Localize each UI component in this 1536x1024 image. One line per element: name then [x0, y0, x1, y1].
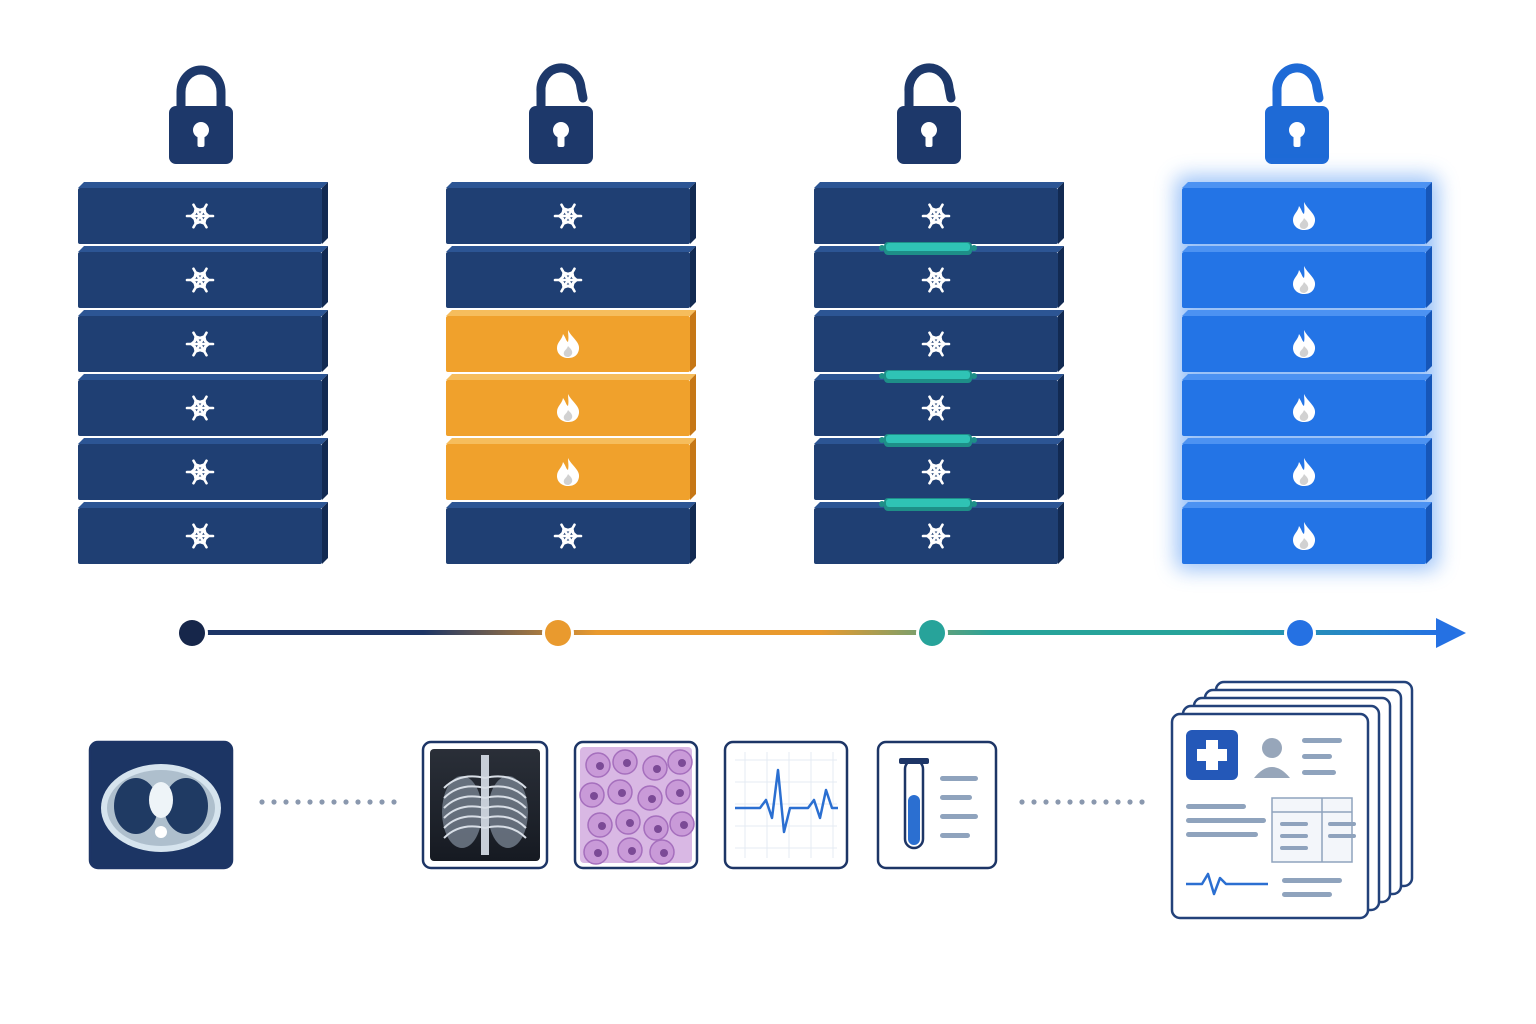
timeline-node-teal: [919, 620, 945, 646]
layer-block: [1182, 374, 1432, 436]
layer-block: [446, 246, 696, 308]
layer-block: [1182, 438, 1432, 500]
snowflake-icon: [185, 267, 215, 293]
flame-icon: [557, 394, 580, 422]
snowflake-icon: [553, 203, 583, 229]
snowflake-icon: [921, 523, 951, 549]
snowflake-icon: [185, 395, 215, 421]
flame-icon: [557, 330, 580, 358]
layer-block: [814, 374, 1064, 436]
layer-block: [814, 182, 1064, 244]
layer-block: [78, 246, 328, 308]
open-lock-icon: [1265, 63, 1329, 164]
layer-block: [1182, 310, 1432, 372]
layer-stack-partial: [446, 182, 696, 564]
dotted-connector: [259, 799, 397, 805]
layer-block: [814, 438, 1064, 500]
timeline-node-blue: [1287, 620, 1313, 646]
layer-stack-adapter: [814, 182, 1064, 564]
adapter-module: [879, 242, 977, 255]
timeline-node-dark: [179, 620, 205, 646]
adapter-module: [879, 370, 977, 383]
snowflake-icon: [185, 331, 215, 357]
layer-block: [814, 502, 1064, 564]
layer-block: [78, 502, 328, 564]
snowflake-icon: [185, 523, 215, 549]
ecg-icon: [723, 740, 849, 870]
layer-block: [78, 374, 328, 436]
snowflake-icon: [921, 267, 951, 293]
snowflake-icon: [185, 459, 215, 485]
layer-block: [78, 310, 328, 372]
histology-icon: [573, 740, 699, 870]
lab-test-icon: [876, 740, 998, 870]
flame-icon: [1293, 394, 1316, 422]
layer-block: [814, 246, 1064, 308]
open-lock-icon: [897, 63, 961, 164]
health-record-stack-icon: [1170, 680, 1414, 920]
layer-block: [78, 438, 328, 500]
closed-lock-icon: [169, 65, 233, 164]
training-timeline: [176, 617, 1466, 649]
snowflake-icon: [185, 203, 215, 229]
dotted-connector: [1019, 799, 1145, 805]
xray-icon: [421, 740, 549, 870]
layer-block: [1182, 246, 1432, 308]
layer-stacks: [78, 176, 1438, 570]
snowflake-icon: [921, 459, 951, 485]
lock-row: [169, 63, 1329, 164]
layer-block: [1182, 182, 1432, 244]
layer-block: [814, 310, 1064, 372]
layer-stack-frozen: [78, 182, 328, 564]
layer-block: [446, 374, 696, 436]
snowflake-icon: [553, 523, 583, 549]
flame-icon: [1293, 202, 1316, 230]
adapter-module: [879, 498, 977, 511]
open-lock-icon: [529, 63, 593, 164]
flame-icon: [1293, 266, 1316, 294]
flame-icon: [1293, 522, 1316, 550]
layer-block: [78, 182, 328, 244]
timeline-node-orange: [545, 620, 571, 646]
flame-icon: [1293, 458, 1316, 486]
snowflake-icon: [921, 331, 951, 357]
timeline-line: [200, 630, 1440, 635]
snowflake-icon: [921, 395, 951, 421]
layer-stack-full: [1176, 176, 1438, 570]
ct-scan-icon: [88, 740, 234, 870]
layer-block: [446, 182, 696, 244]
snowflake-icon: [921, 203, 951, 229]
layer-block: [1182, 502, 1432, 564]
modality-row: [88, 680, 1414, 920]
layer-block: [446, 438, 696, 500]
adapter-module: [879, 434, 977, 447]
flame-icon: [1293, 330, 1316, 358]
avatar: [1262, 738, 1282, 758]
flame-icon: [557, 458, 580, 486]
layer-block: [446, 310, 696, 372]
arrow-right-icon: [1436, 618, 1466, 648]
snowflake-icon: [553, 267, 583, 293]
layer-block: [446, 502, 696, 564]
